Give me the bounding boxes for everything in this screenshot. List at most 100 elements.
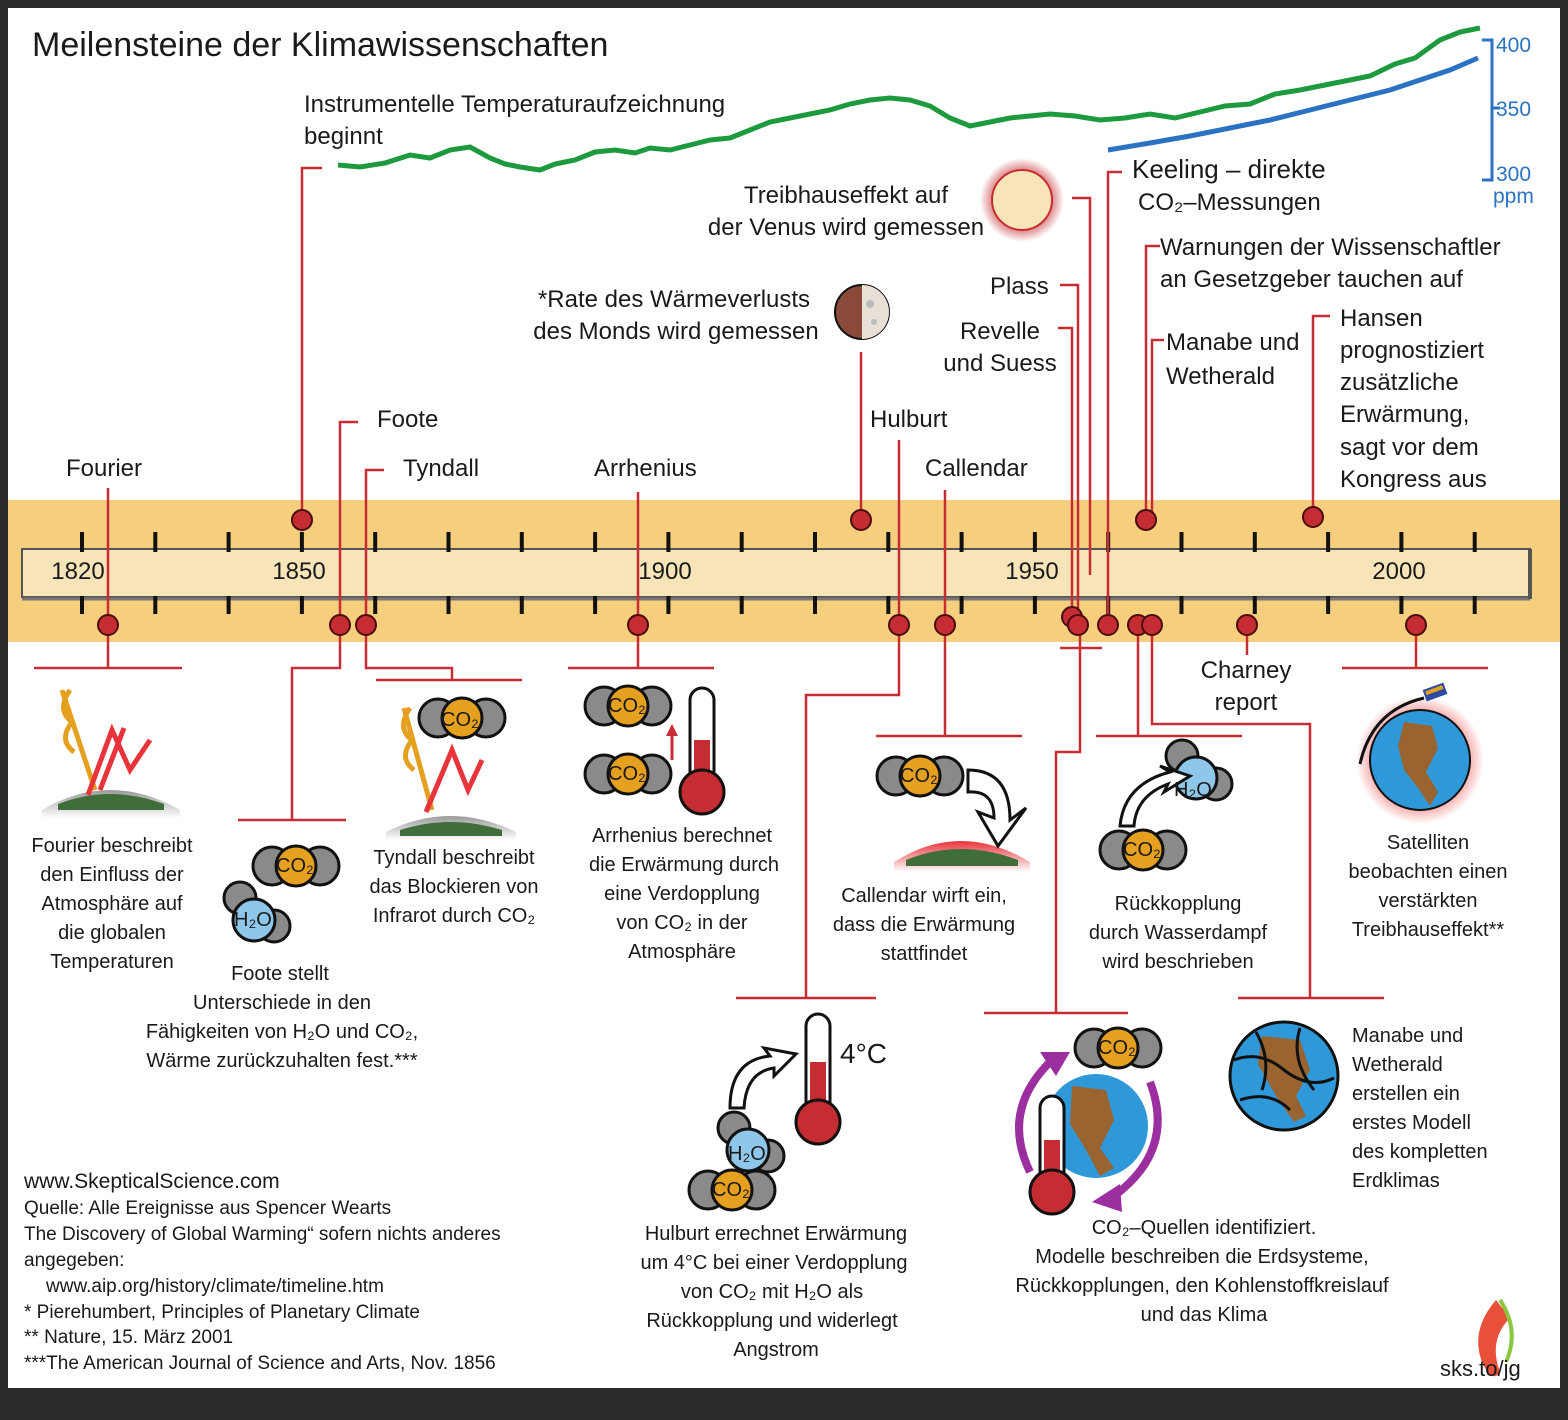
label-keeling-1: Keeling – direkte	[1132, 154, 1326, 184]
tyndall-desc-1: Tyndall beschreibt	[373, 847, 535, 869]
manabe-globe-illustration	[1228, 1020, 1340, 1132]
manabe-desc-1: Manabe und	[1352, 1025, 1463, 1047]
footer-source-1: Quelle: Alle Ereignisse aus Spencer Wear…	[24, 1198, 391, 1219]
co2-label-callendar: CO₂	[900, 765, 938, 787]
footer-note-3: ***The American Journal of Science and A…	[24, 1353, 496, 1374]
event-marker	[291, 509, 313, 531]
wasserdampf-desc-2: durch Wasserdampf	[1089, 922, 1268, 944]
arrhenius-illustration	[583, 684, 726, 816]
manabe-desc-4: erstes Modell	[1352, 1112, 1471, 1134]
co2-label-foote: CO₂	[276, 855, 314, 877]
tyndall-desc-2: das Blockieren von	[370, 876, 539, 898]
bottom-connectors	[34, 625, 1488, 1015]
event-marker	[627, 614, 649, 636]
year-label-1820: 1820	[51, 558, 104, 585]
arrhenius-desc-3: eine Verdopplung	[604, 883, 760, 905]
label-venus-1: Treibhauseffekt auf	[744, 182, 948, 209]
label-warnings-1: Warnungen der Wissenschaftler	[1160, 234, 1501, 261]
h2o-label-hulburt: H₂O	[728, 1143, 766, 1165]
event-marker	[97, 614, 119, 636]
molecule-labels: CO₂ CO₂ H₂O CO₂ CO₂ CO₂ H₂O CO₂ H₂O CO₂ …	[234, 695, 1212, 1201]
arrhenius-desc-1: Arrhenius berechnet	[592, 825, 773, 847]
top-connectors	[106, 166, 1330, 620]
tyndall-desc-3: Infrarot durch CO₂	[373, 905, 535, 927]
h2o-label-wasserdampf: H₂O	[1174, 779, 1212, 801]
hulburt-desc-2: um 4°C bei einer Verdopplung	[640, 1252, 907, 1274]
wasserdampf-desc-1: Rückkopplung	[1115, 893, 1242, 915]
wasserdampf-desc-3: wird beschrieben	[1101, 951, 1253, 973]
arrhenius-desc-4: von CO₂ in der	[616, 912, 747, 934]
co2-label-wasserdampf: CO₂	[1123, 839, 1161, 861]
label-warnings-2: an Gesetzgeber tauchen auf	[1160, 266, 1463, 293]
label-moon-1: *Rate des Wärmeverlusts	[538, 286, 810, 313]
label-arrhenius-top: Arrhenius	[594, 455, 697, 482]
label-manabe-top-1: Manabe und	[1166, 329, 1299, 356]
year-label-2000: 2000	[1372, 558, 1425, 585]
modelle-desc-1: CO₂–Quellen identifiziert.	[1092, 1217, 1317, 1239]
foote-desc-2: Unterschiede in den	[193, 992, 371, 1014]
event-marker	[355, 614, 377, 636]
label-venus-2: der Venus wird gemessen	[708, 214, 984, 241]
label-hansen-4: Erwärmung,	[1340, 401, 1469, 428]
label-keeling-2: CO₂–Messungen	[1138, 189, 1321, 216]
charney-label-1: Charney	[1201, 657, 1292, 684]
label-plass: Plass	[990, 273, 1049, 300]
timeline-bar	[21, 548, 1531, 598]
year-label-1950: 1950	[1005, 558, 1058, 585]
co2-label-modelle: CO₂	[1098, 1037, 1136, 1059]
footer-source-3: angegeben:	[24, 1250, 124, 1271]
co2-label-arrhenius-1: CO₂	[608, 695, 646, 717]
icon-4c: 4°C	[840, 1038, 887, 1069]
label-callendar-top: Callendar	[925, 455, 1028, 482]
temperature-curve	[337, 25, 1481, 173]
fourier-desc-2: den Einfluss der	[40, 864, 184, 886]
event-marker	[1135, 509, 1157, 531]
label-tyndall-top: Tyndall	[403, 455, 479, 482]
label-hansen-3: zusätzliche	[1340, 369, 1459, 396]
event-marker	[329, 614, 351, 636]
event-marker	[1302, 506, 1324, 528]
event-marker	[1141, 614, 1163, 636]
charney-label-2: report	[1215, 689, 1278, 716]
fourier-desc-4: die globalen	[58, 922, 166, 944]
label-manabe-top-2: Wetherald	[1166, 363, 1275, 390]
event-marker	[934, 614, 956, 636]
satellite-earth-illustration	[1356, 682, 1484, 824]
event-marker	[1405, 614, 1427, 636]
page-title: Meilensteine der Klimawissenschaften	[32, 26, 608, 64]
footer-sources: www.SkepticalScience.com Quelle: Alle Er…	[23, 1170, 501, 1374]
label-instrumental-2: beginnt	[304, 123, 383, 150]
manabe-desc-5: des kompletten	[1352, 1141, 1488, 1163]
fourier-desc-5: Temperaturen	[50, 951, 173, 973]
co2-unit: ppm	[1493, 185, 1534, 208]
moon-icon	[834, 284, 890, 340]
label-instrumental-1: Instrumentelle Temperaturaufzeichnung	[304, 91, 725, 118]
callendar-desc-1: Callendar wirft ein,	[841, 885, 1007, 907]
wasserdampf-illustration	[1098, 738, 1234, 872]
sks-shortlink: sks.to/jg	[1440, 1356, 1521, 1381]
event-marker	[1097, 614, 1119, 636]
co2-label-tyndall: CO₂	[441, 709, 479, 731]
event-marker	[1067, 614, 1089, 636]
label-hulburt-top: Hulburt	[870, 406, 948, 433]
event-marker	[888, 614, 910, 636]
label-moon-2: des Monds wird gemessen	[533, 318, 818, 345]
co2-tick-400: 400	[1496, 34, 1531, 57]
label-revelle-2: und Suess	[943, 350, 1056, 377]
manabe-desc-2: Wetherald	[1352, 1054, 1443, 1076]
foote-desc-3: Fähigkeiten von H₂O und CO₂,	[146, 1021, 418, 1043]
modelle-desc-2: Modelle beschreiben die Erdsysteme,	[1035, 1246, 1369, 1268]
satelliten-desc-1: Satelliten	[1387, 832, 1469, 854]
footer-site: www.SkepticalScience.com	[23, 1170, 280, 1193]
callendar-desc-2: dass die Erwärmung	[833, 914, 1015, 936]
arrhenius-desc-2: die Erwärmung durch	[589, 854, 779, 876]
arrhenius-desc-5: Atmosphäre	[628, 941, 736, 963]
fourier-desc-1: Fourier beschreibt	[31, 835, 193, 857]
hulburt-illustration: 4°C	[687, 1012, 887, 1212]
h2o-label-foote: H₂O	[234, 909, 272, 931]
label-hansen-1: Hansen	[1340, 305, 1423, 332]
satelliten-desc-4: Treibhauseffekt**	[1352, 919, 1505, 941]
footer-note-1: * Pierehumbert, Principles of Planetary …	[24, 1302, 420, 1323]
label-fourier-top: Fourier	[66, 455, 142, 482]
